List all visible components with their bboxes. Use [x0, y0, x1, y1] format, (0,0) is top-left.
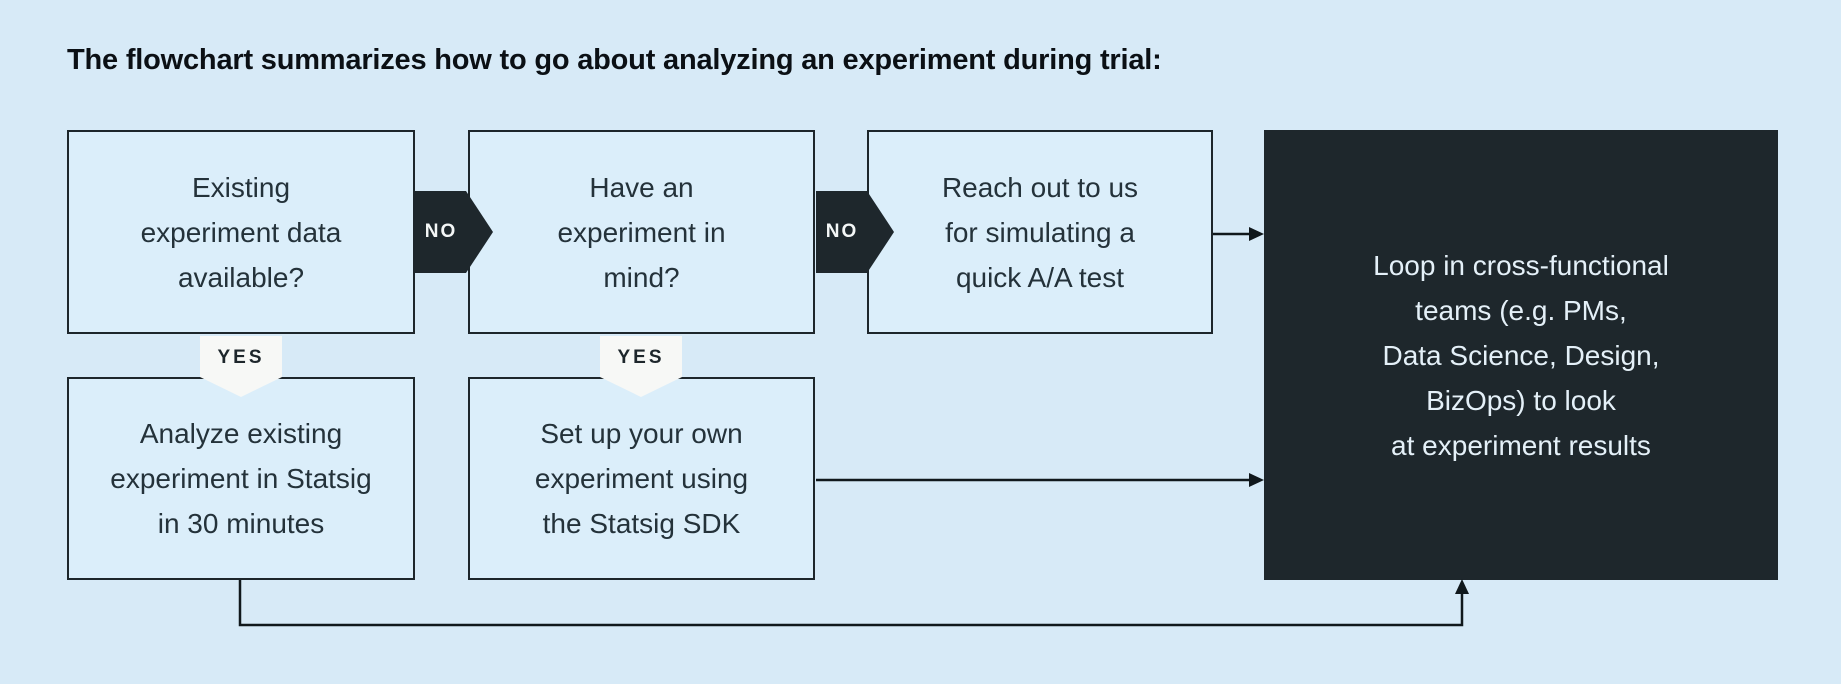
arrow-reachout-to-result [1213, 227, 1264, 241]
setup-sdk-text: Set up your own experiment using the Sta… [534, 418, 749, 539]
yes-connector-2: YES [600, 336, 682, 397]
arrow-sdk-to-result [816, 473, 1264, 487]
yes-pentagon-down-icon [600, 336, 682, 397]
experiment-in-mind-text: Have an experiment in mind? [557, 171, 726, 293]
action-box-analyze-existing: Analyze existing experiment in Statsig i… [67, 377, 415, 580]
decision-box-experiment-in-mind: Have an experiment in mind? [468, 130, 815, 334]
yes-pentagon-down-icon [200, 336, 282, 397]
result-box-loop-in-teams: Loop in cross-functional teams (e.g. PMs… [1264, 130, 1778, 580]
no-pentagon-right-icon [816, 191, 894, 273]
existing-data-text: Existing experiment data available? [140, 171, 342, 293]
action-box-reach-out: Reach out to us for simulating a quick A… [867, 130, 1213, 334]
arrowhead-right-icon [1249, 473, 1264, 487]
reach-out-text: Reach out to us for simulating a quick A… [941, 171, 1139, 293]
arrowhead-up-icon [1455, 579, 1469, 594]
decision-box-existing-data: Existing experiment data available? [67, 130, 415, 334]
arrowhead-right-icon [1249, 227, 1264, 241]
yes-label: YES [617, 347, 665, 368]
no-pentagon-right-icon [415, 191, 493, 273]
action-box-setup-sdk: Set up your own experiment using the Sta… [468, 377, 815, 580]
no-label: NO [424, 221, 458, 242]
page-title: The flowchart summarizes how to go about… [67, 44, 1162, 76]
no-label: NO [825, 221, 859, 242]
arrow-analyze-to-result [238, 579, 1469, 627]
yes-label: YES [217, 347, 265, 368]
no-connector-1: NO [415, 191, 493, 273]
yes-connector-1: YES [200, 336, 282, 397]
loop-in-teams-text: Loop in cross-functional teams (e.g. PMs… [1373, 249, 1669, 461]
analyze-existing-text: Analyze existing experiment in Statsig i… [110, 418, 372, 539]
no-connector-2: NO [816, 191, 894, 273]
